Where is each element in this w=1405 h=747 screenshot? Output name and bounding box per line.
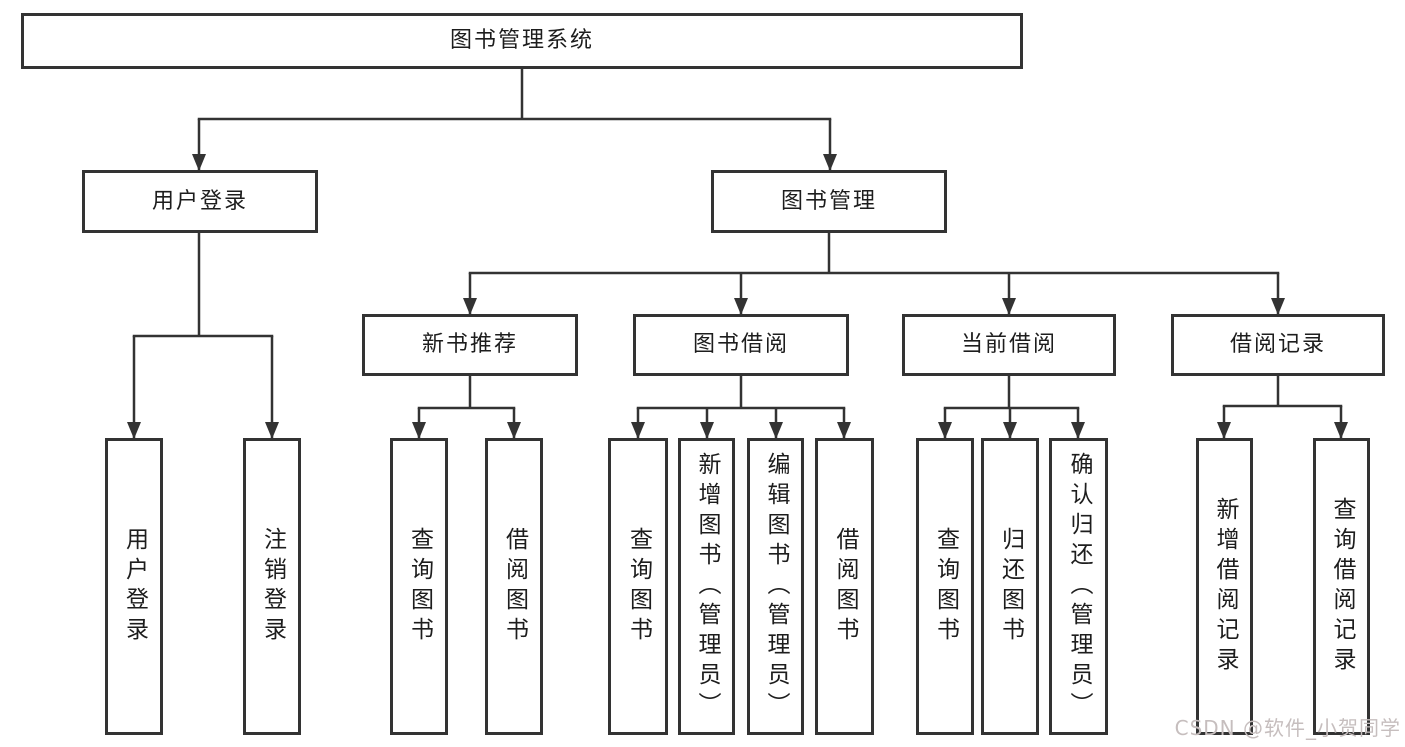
leaf-logout-login: 注销登录 [243, 438, 301, 735]
node-user-login-label: 用户登录 [151, 188, 248, 214]
leaf-query-books-current: 查询图书 [916, 438, 974, 735]
leaf-return-books-label: 归还图书 [997, 526, 1024, 647]
node-current-borrowing-label: 当前借阅 [960, 332, 1057, 357]
leaf-user-login-label: 用户登录 [121, 526, 148, 647]
leaf-logout-login-label: 注销登录 [259, 526, 286, 647]
leaf-add-borrow-record: 新增借阅记录 [1196, 438, 1253, 735]
leaf-query-books-borrowing: 查询图书 [608, 438, 668, 735]
node-book-borrowing-label: 图书借阅 [692, 332, 789, 357]
node-new-book-recommendation-label: 新书推荐 [421, 332, 518, 357]
leaf-query-books-current-label: 查询图书 [932, 526, 959, 647]
node-book-management: 图书管理 [711, 170, 947, 233]
node-borrowing-records-label: 借阅记录 [1229, 332, 1326, 357]
leaf-query-books-recommend-label: 查询图书 [406, 526, 433, 647]
node-book-management-label: 图书管理 [780, 188, 877, 214]
leaf-query-books-recommend: 查询图书 [390, 438, 448, 735]
node-borrowing-records: 借阅记录 [1171, 314, 1385, 376]
node-root-system: 图书管理系统 [21, 13, 1023, 69]
leaf-borrow-books-recommend-label: 借阅图书 [501, 526, 528, 647]
leaf-add-books-admin-label: 新增图书（管理员） [694, 451, 720, 722]
leaf-borrow-books-borrowing: 借阅图书 [815, 438, 874, 735]
leaf-edit-books-admin: 编辑图书（管理员） [747, 438, 804, 735]
leaf-add-books-admin: 新增图书（管理员） [678, 438, 735, 735]
leaf-edit-books-admin-label: 编辑图书（管理员） [763, 451, 789, 722]
node-new-book-recommendation: 新书推荐 [362, 314, 578, 376]
node-book-borrowing: 图书借阅 [633, 314, 849, 376]
leaf-confirm-return-admin-label: 确认归还（管理员） [1066, 451, 1092, 722]
leaf-query-borrow-record: 查询借阅记录 [1313, 438, 1370, 735]
node-root-system-label: 图书管理系统 [449, 28, 594, 53]
leaf-query-books-borrowing-label: 查询图书 [625, 526, 652, 647]
leaf-borrow-books-borrowing-label: 借阅图书 [832, 526, 858, 647]
leaf-add-borrow-record-label: 新增借阅记录 [1212, 496, 1238, 677]
leaf-query-borrow-record-label: 查询借阅记录 [1329, 496, 1355, 677]
leaf-confirm-return-admin: 确认归还（管理员） [1049, 438, 1108, 735]
leaf-user-login: 用户登录 [105, 438, 163, 735]
node-user-login: 用户登录 [82, 170, 318, 233]
leaf-return-books: 归还图书 [981, 438, 1039, 735]
leaf-borrow-books-recommend: 借阅图书 [485, 438, 543, 735]
node-current-borrowing: 当前借阅 [902, 314, 1116, 376]
